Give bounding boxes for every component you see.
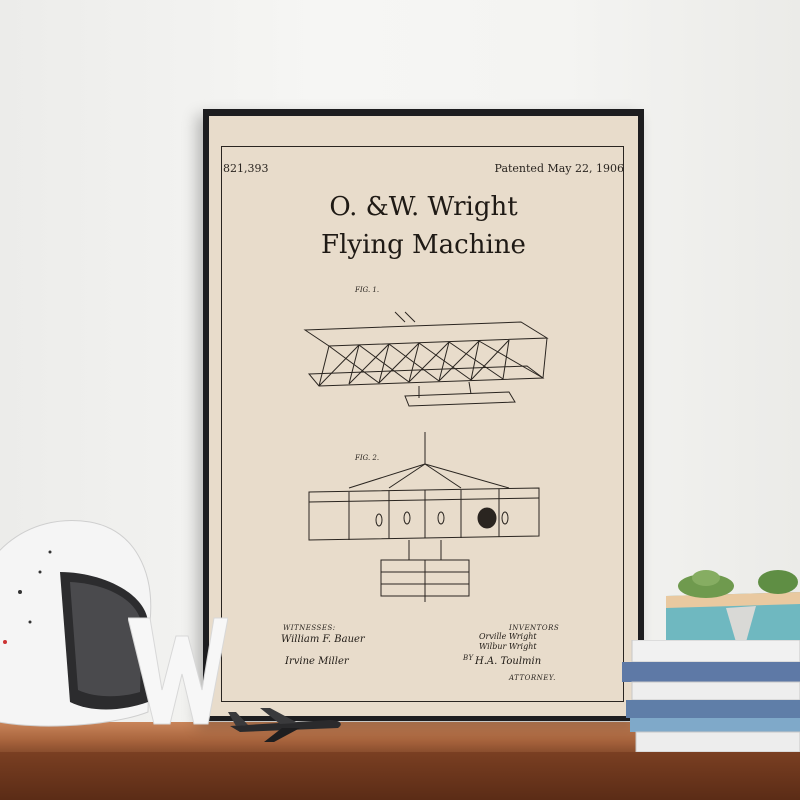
letter-w-decoration (128, 617, 228, 725)
stacked-books-icon (622, 640, 800, 752)
by-label: BY (463, 654, 474, 662)
poster-title-inventors: O. &W. Wright (329, 192, 518, 222)
witnesses-label: WITNESSES: (283, 624, 336, 632)
poster-title-invention: Flying Machine (321, 230, 526, 260)
patent-date: Patented May 22, 1906 (494, 162, 624, 175)
fig2-label: FIG. 2. (355, 454, 380, 462)
witness-signature-2: Irvine Miller (285, 656, 349, 667)
witness-signature-1: William F. Bauer (281, 634, 365, 645)
patent-poster: 821,393 Patented May 22, 1906 O. &W. Wri… (209, 116, 638, 716)
inventor-signature-2: Wilbur Wright (479, 642, 537, 651)
poster-inner-border (221, 146, 624, 702)
fig1-elevator (404, 391, 516, 407)
fig1-lower-wing (307, 365, 545, 387)
fig1-struts (318, 339, 544, 387)
succulent-plant-icon (666, 570, 800, 642)
fig2-wing-plan (308, 487, 540, 541)
helmet-icon (0, 520, 152, 727)
inventor-signature-1: Orville Wright (479, 632, 537, 641)
patent-drawing (303, 311, 549, 602)
patent-number: 821,393 (223, 162, 269, 175)
airplane-model-icon (228, 708, 341, 742)
fig1-upper-wing (303, 321, 549, 347)
fig2-engine (477, 507, 497, 529)
attorney-signature: H.A. Toulmin (475, 656, 542, 667)
inventors-label: INVENTORS (509, 624, 560, 632)
attorney-label: ATTORNEY. (509, 674, 556, 682)
fig1-label: FIG. 1. (355, 286, 380, 294)
wooden-shelf-front (0, 752, 800, 800)
